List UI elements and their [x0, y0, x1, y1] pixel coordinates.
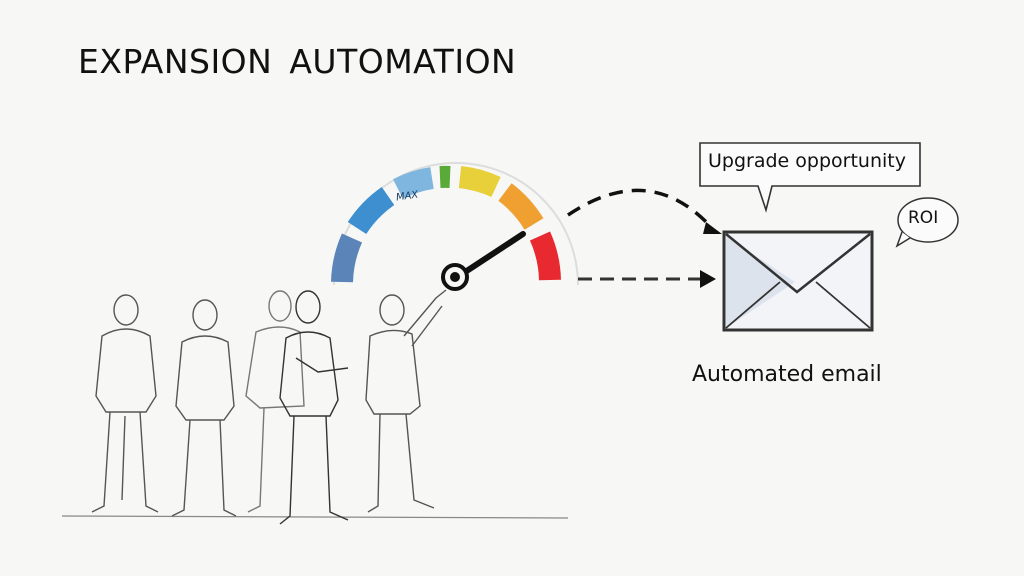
person-icon	[91, 294, 159, 513]
person-icon	[365, 289, 447, 513]
arrow-to-email-lower	[578, 270, 716, 288]
upgrade-opportunity-label: Upgrade opportunity	[708, 150, 906, 172]
upgrade-callout-bubble	[699, 142, 921, 213]
team-figures	[91, 289, 447, 525]
person-icon	[245, 290, 305, 513]
person-icon	[171, 299, 237, 517]
roi-label: ROI	[908, 208, 939, 228]
roi-callout-bubble	[895, 197, 959, 248]
ground-line	[61, 515, 569, 519]
page-title: EXPANSION AUTOMATION	[78, 42, 517, 81]
person-icon	[279, 290, 349, 525]
gauge-icon	[331, 162, 579, 291]
arrow-to-email-upper	[567, 188, 722, 234]
automated-email-label: Automated email	[692, 362, 882, 387]
envelope-icon	[722, 230, 874, 332]
